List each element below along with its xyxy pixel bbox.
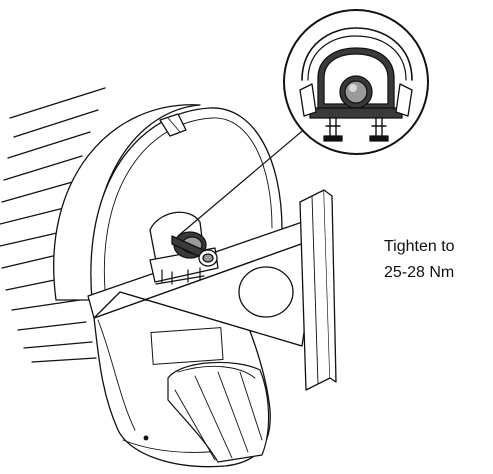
- clamp-bolt-closeup-icon: [283, 9, 429, 155]
- detail-leader-line: [177, 115, 321, 237]
- end-cap-housing: [53, 104, 283, 468]
- roller-tube: [0, 87, 106, 363]
- torque-callout-line2: 25-28 Nm: [384, 264, 455, 281]
- torque-callout: Tighten to 25-28 Nm: [384, 234, 455, 286]
- clamp-assembly: [149, 211, 219, 285]
- torque-callout-line1: Tighten to: [384, 238, 455, 255]
